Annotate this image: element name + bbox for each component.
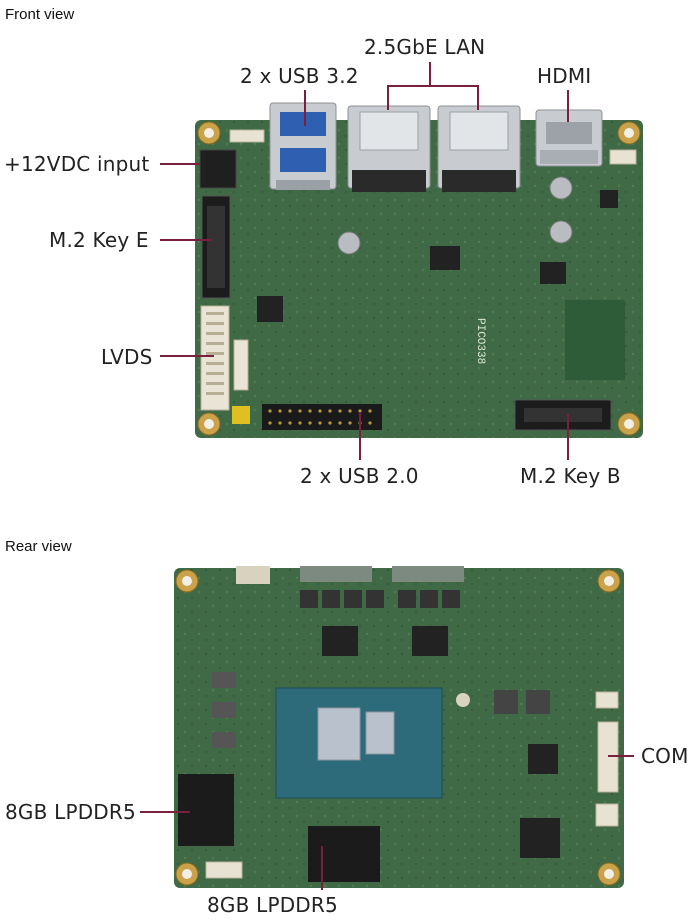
dc-input-connector	[199, 149, 237, 189]
lpddr5-chip-bottom	[308, 826, 380, 882]
front-view-heading: Front view	[5, 6, 75, 23]
lpddr5-chip-left	[178, 774, 234, 846]
hdmi-connector	[535, 109, 603, 167]
label-com: COM	[641, 744, 689, 768]
label-usb32: 2 x USB 3.2	[240, 64, 359, 88]
rear-board	[174, 566, 624, 888]
front-board	[195, 102, 643, 438]
leader-lines	[140, 62, 634, 890]
label-lpddr5-bottom: 8GB LPDDR5	[207, 893, 338, 917]
usb20-pin-header	[232, 404, 382, 430]
label-m2-key-e: M.2 Key E	[49, 228, 149, 252]
lan-connectors	[347, 105, 521, 192]
usb32-connector	[269, 102, 337, 190]
rear-view-heading: Rear view	[5, 538, 72, 555]
label-lpddr5-left: 8GB LPDDR5	[5, 800, 136, 824]
label-lan: 2.5GbE LAN	[364, 35, 486, 59]
label-usb20: 2 x USB 2.0	[300, 464, 419, 488]
label-dc-input: +12VDC input	[4, 152, 150, 176]
board-marking: PICO338	[474, 318, 486, 364]
label-lvds: LVDS	[101, 345, 153, 369]
label-hdmi: HDMI	[537, 64, 592, 88]
label-m2-key-b: M.2 Key B	[520, 464, 621, 488]
